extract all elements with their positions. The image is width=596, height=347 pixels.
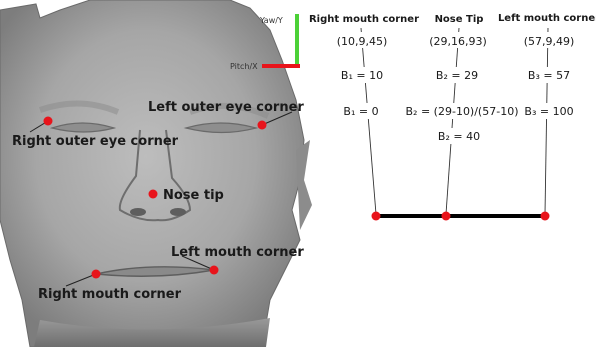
pitch-axis-label: Pitch/X (230, 62, 258, 71)
title-right-mouth: Right mouth corner (309, 14, 419, 25)
b-first-left-mouth: B₃ = 57 (528, 69, 570, 82)
label-backgrounds (336, 32, 576, 144)
coords-nose-tip: (29,16,93) (429, 35, 487, 48)
landmark-nose-tip (149, 190, 158, 199)
label-right-mouth: Right mouth corner (38, 287, 182, 302)
landmark-right-outer-eye (44, 117, 53, 126)
coords-right-mouth: (10,9,45) (337, 35, 388, 48)
title-left-mouth: Left mouth corner (498, 13, 596, 24)
bar-point-nose-tip (442, 212, 451, 221)
yaw-axis-label: Yaw/Y (259, 16, 283, 25)
scan-fragment (296, 140, 312, 230)
connector-left-mouth (545, 28, 548, 214)
landmark-right-mouth (92, 270, 101, 279)
connector-right-mouth (361, 28, 376, 214)
face-scan-panel: Yaw/Y Pitch/X Right outer eye corner Lef… (0, 0, 312, 347)
b-second-right-mouth: B₁ = 0 (343, 105, 378, 118)
label-right-outer-eye: Right outer eye corner (12, 134, 179, 149)
label-left-outer-eye: Left outer eye corner (148, 100, 304, 115)
label-nose-tip: Nose tip (163, 188, 224, 203)
coordinate-diagram: Right mouth corner Nose Tip Left mouth c… (309, 13, 596, 221)
nostril-right (130, 208, 146, 216)
bar-point-left-mouth (541, 212, 550, 221)
b-first-nose-tip: B₂ = 29 (436, 69, 478, 82)
bar-point-right-mouth (372, 212, 381, 221)
b-formula-nose-tip: B₂ = (29-10)/(57-10) (406, 105, 519, 118)
nostril-left (170, 208, 186, 216)
landmark-left-outer-eye (258, 121, 267, 130)
b-second-nose-tip: B₂ = 40 (438, 130, 480, 143)
label-left-mouth: Left mouth corner (171, 245, 304, 260)
connector-nose-tip (446, 28, 459, 214)
b-second-left-mouth: B₃ = 100 (524, 105, 573, 118)
landmark-left-mouth (210, 266, 219, 275)
coords-left-mouth: (57,9,49) (524, 35, 575, 48)
title-nose-tip: Nose Tip (435, 14, 484, 25)
b-first-right-mouth: B₁ = 10 (341, 69, 383, 82)
